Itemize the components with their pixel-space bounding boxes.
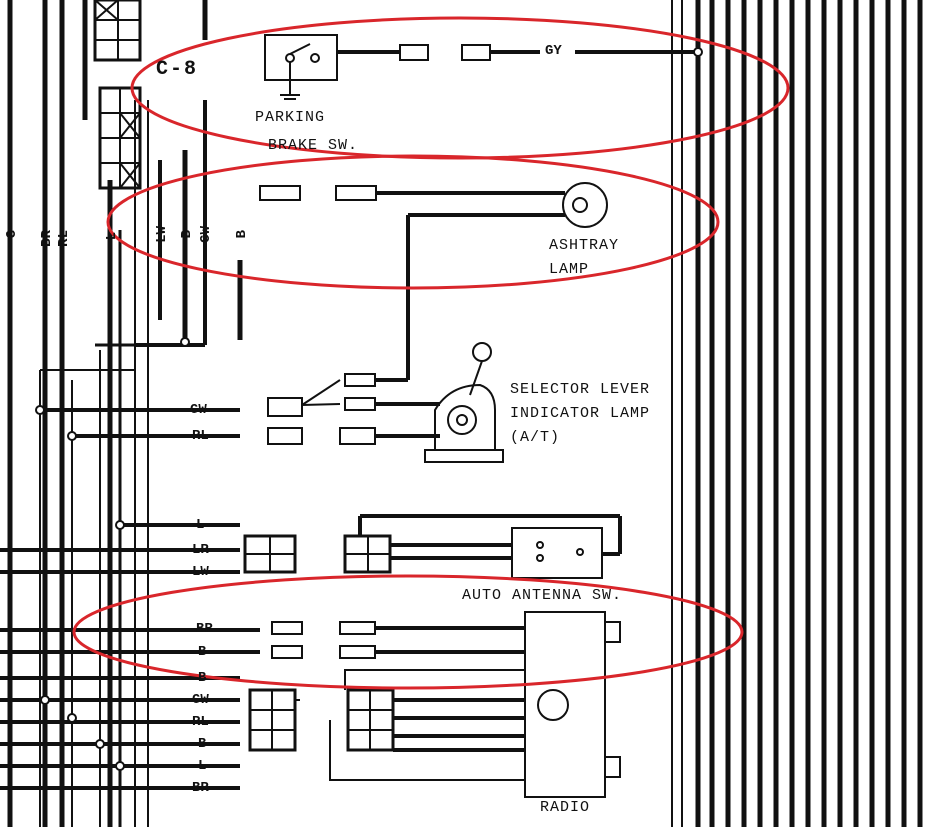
wire-radio-l: L [198, 758, 207, 774]
wire-sel-gw: GW [190, 402, 207, 418]
parking-brake-label-2: BRAKE SW. [268, 137, 359, 154]
selector-label-3: (A/T) [510, 429, 561, 446]
wire-lw: LW [154, 226, 170, 243]
selector-label-2: INDICATOR LAMP [510, 405, 651, 422]
highlight-ashtray-lamp [106, 154, 720, 290]
wire-br: BR [39, 230, 55, 247]
wire-radio-b-2: B [198, 670, 207, 686]
wire-radio-b: B [198, 644, 207, 660]
wire-gw: GW [198, 226, 214, 243]
connector-label: C-8 [156, 58, 199, 81]
ashtray-label-2: LAMP [549, 261, 590, 278]
selector-label-1: SELECTOR LEVER [510, 381, 651, 398]
wire-radio-br: BR [196, 621, 213, 637]
wire-sel-rl: RL [192, 428, 209, 444]
radio-label: RADIO [540, 799, 591, 816]
wire-b-1: B [179, 230, 195, 239]
highlight-radio-feed [72, 574, 744, 690]
wire-ant-l: L [196, 517, 205, 533]
wire-radio-gw: GW [192, 692, 209, 708]
wire-radio-b-3: B [198, 736, 207, 752]
wire-g: G [4, 230, 20, 239]
highlight-ellipses [72, 16, 790, 690]
parking-brake-label-1: PARKING [255, 109, 326, 126]
wire-radio-br-2: BR [192, 780, 209, 796]
wire-radio-rl: RL [192, 714, 209, 730]
antenna-label: AUTO ANTENNA SW. [462, 587, 623, 604]
wire-ant-lr: LR [192, 542, 209, 558]
highlight-parking-brake [130, 16, 790, 160]
wire-l: L [104, 232, 120, 241]
wire-ant-lw: LW [192, 564, 209, 580]
wire-gy: GY [545, 43, 562, 59]
ashtray-label-1: ASHTRAY [549, 237, 620, 254]
wire-b-2: B [234, 230, 250, 239]
wire-rl: RL [56, 230, 72, 247]
